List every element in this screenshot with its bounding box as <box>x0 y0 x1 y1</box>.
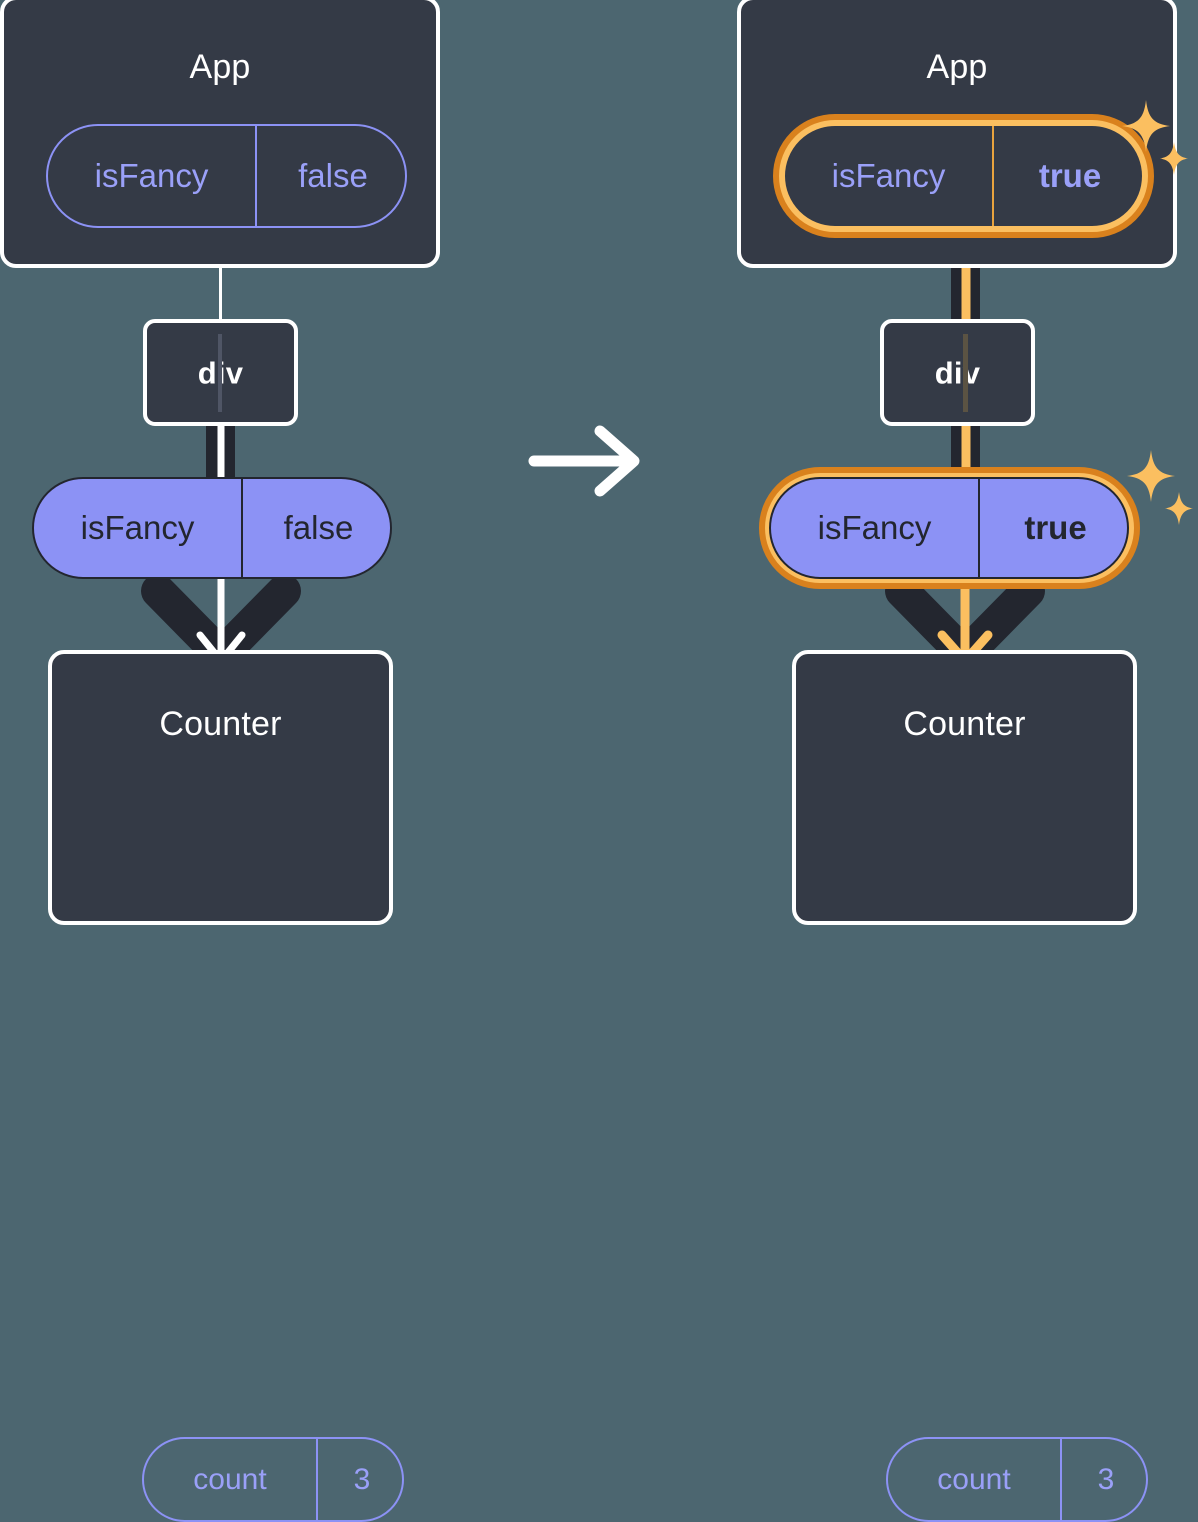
node-counter[interactable]: Counter count 3 <box>792 650 1148 1522</box>
panel-before: App isFancy false div isFancy false Coun… <box>0 0 451 1522</box>
arrow-right-icon <box>528 425 646 497</box>
node-app-title: App <box>926 48 988 86</box>
connector-through-div <box>963 334 968 412</box>
connector-core <box>961 230 970 326</box>
node-div[interactable]: div <box>880 319 1035 426</box>
pill-counter-state[interactable]: count 3 <box>142 1437 404 1522</box>
pill-key: isFancy <box>817 509 932 546</box>
connector-core <box>217 420 224 484</box>
pill-key: isFancy <box>94 157 209 194</box>
pill-value: true <box>978 479 1131 577</box>
node-app-title: App <box>189 48 251 86</box>
pill-app-state[interactable]: isFancy true <box>783 124 1144 228</box>
pill-key: isFancy <box>831 157 946 194</box>
node-app[interactable]: App isFancy false <box>0 0 440 268</box>
pill-value: false <box>255 126 409 226</box>
pill-props-isfancy[interactable]: isFancy true <box>769 477 1129 579</box>
connector-app-to-div <box>219 268 222 324</box>
sparkle-icon-props <box>1125 448 1197 534</box>
connector-div-to-props <box>206 420 235 484</box>
node-app[interactable]: App isFancy true <box>737 0 1177 268</box>
connector-core <box>961 420 970 486</box>
pill-value: 3 <box>316 1439 406 1520</box>
node-counter[interactable]: Counter count 3 <box>48 650 404 1522</box>
node-div-title: div <box>934 355 981 390</box>
pill-key: isFancy <box>80 509 195 546</box>
pill-app-state[interactable]: isFancy false <box>46 124 407 228</box>
pill-counter-state[interactable]: count 3 <box>886 1437 1148 1522</box>
node-counter-title: Counter <box>903 705 1026 743</box>
pill-key: count <box>937 1462 1011 1496</box>
pill-key: count <box>193 1462 267 1496</box>
pill-value: false <box>241 479 394 577</box>
connector-through-div <box>218 334 222 412</box>
pill-value: true <box>992 126 1146 226</box>
pill-props-isfancy[interactable]: isFancy false <box>32 477 392 579</box>
pill-value: 3 <box>1060 1439 1150 1520</box>
node-counter-title: Counter <box>159 705 282 743</box>
panel-after: App isFancy true div isFancy <box>727 0 1193 1522</box>
